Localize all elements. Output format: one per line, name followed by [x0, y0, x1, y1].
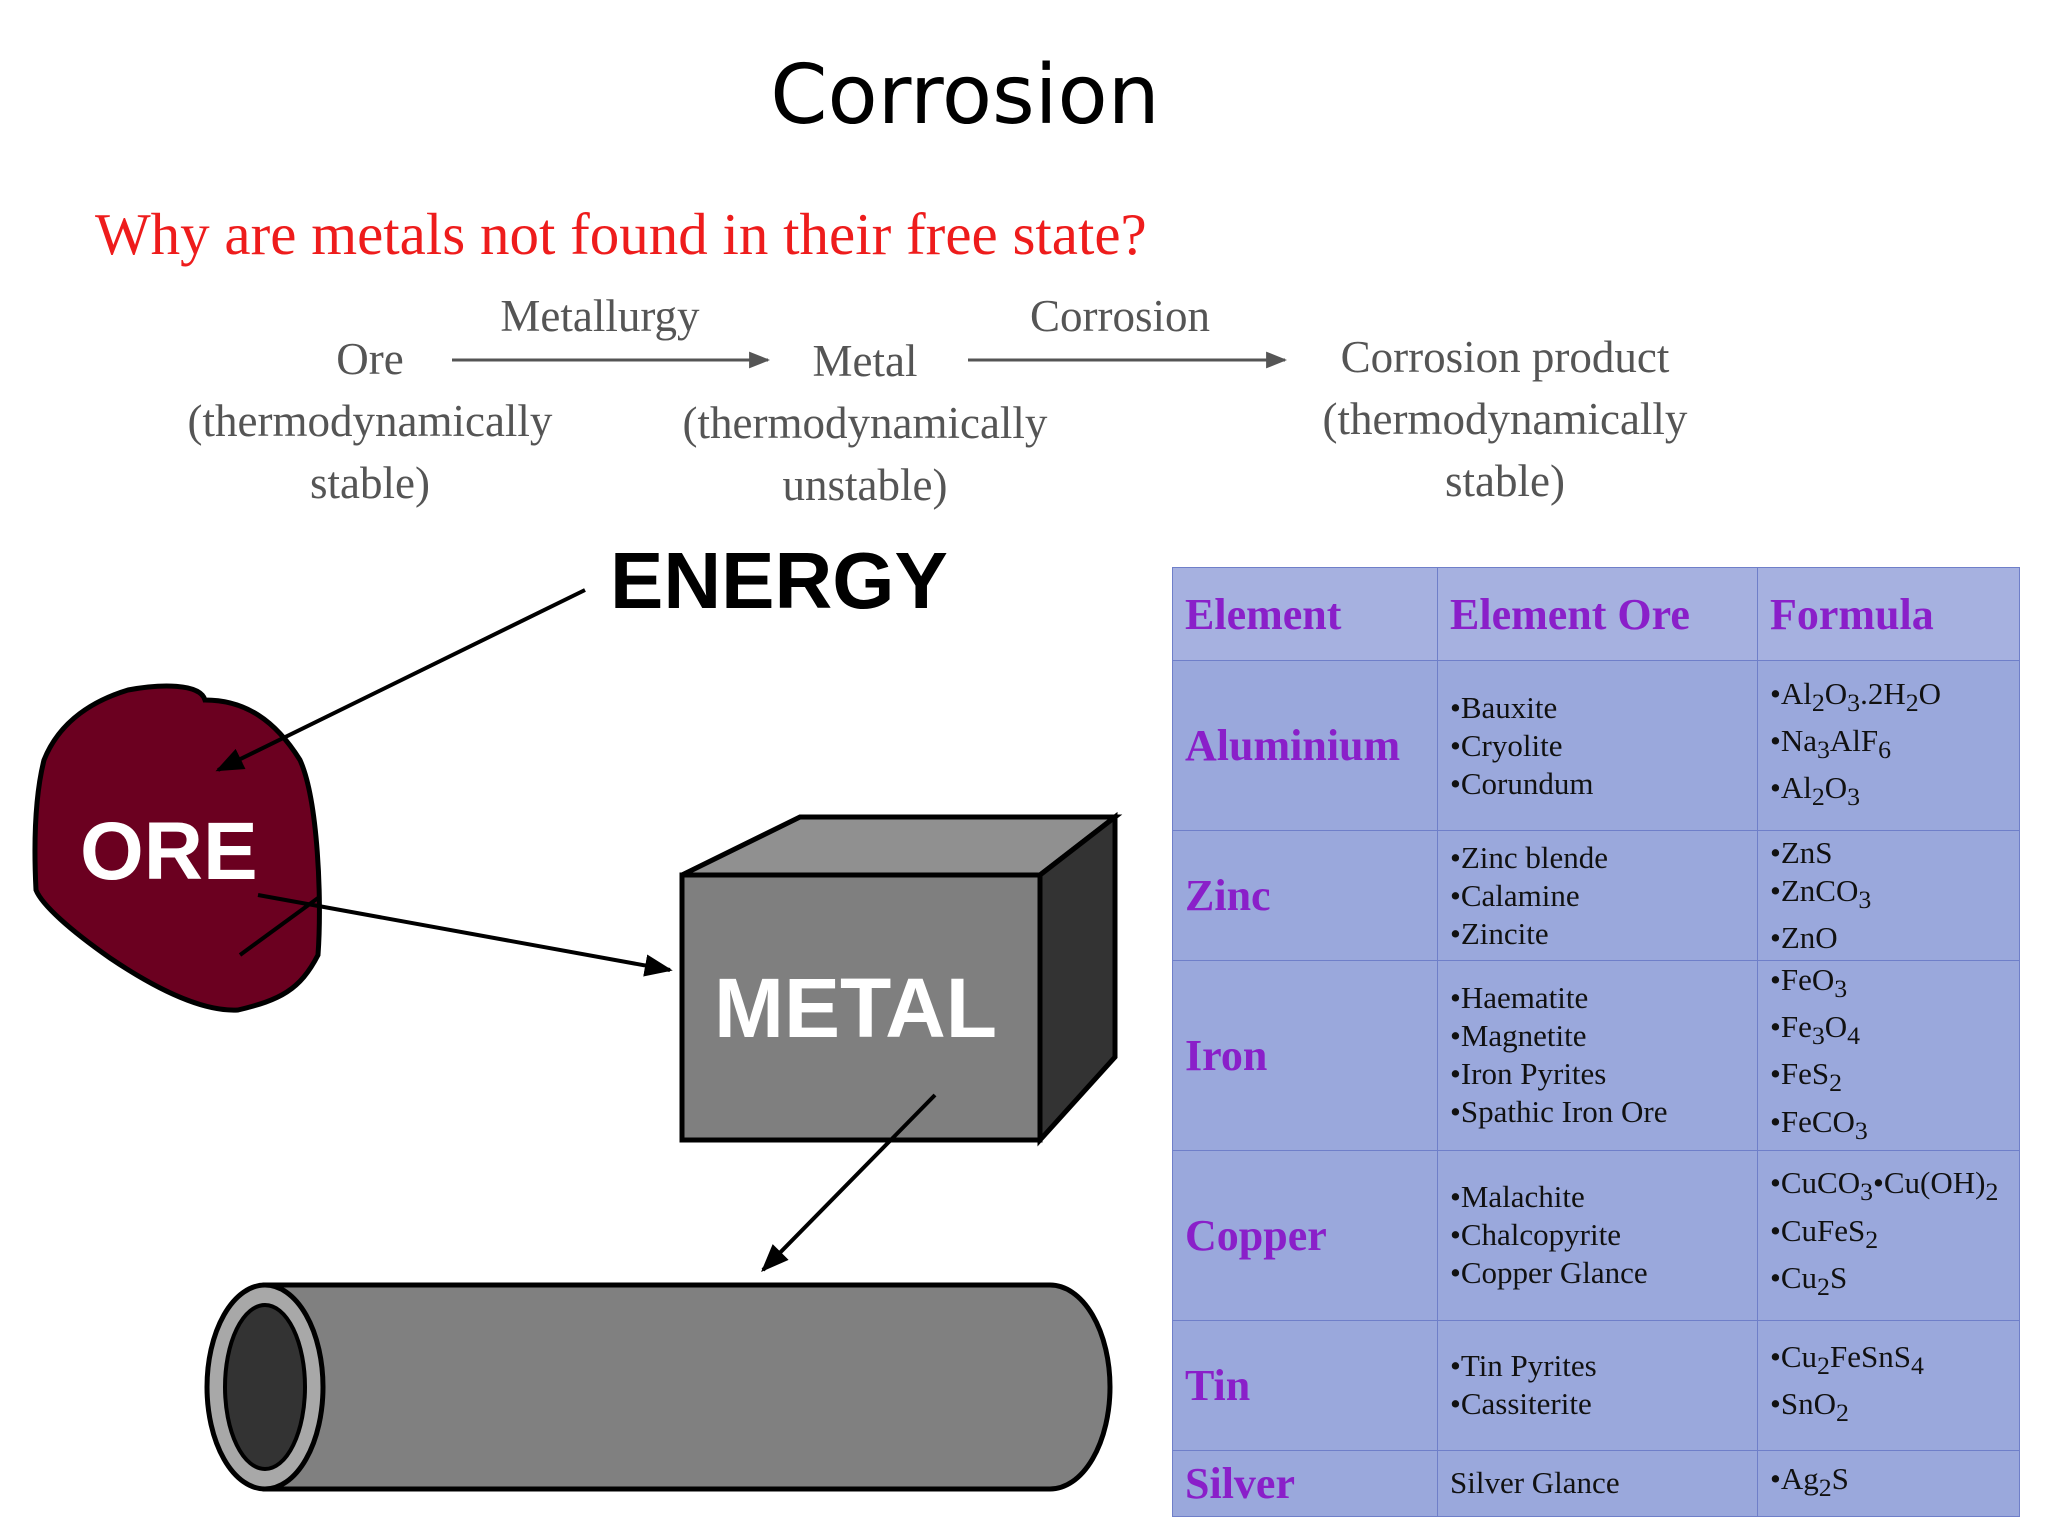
ore-name: •Magnetite — [1450, 1018, 1587, 1054]
ore-name: •Zinc blende — [1450, 839, 1609, 875]
flow-corrosion-label: Corrosion — [1030, 291, 1210, 341]
flow-metal: Metal (thermodynamically unstable) — [640, 330, 1090, 516]
page-title: Corrosion — [770, 48, 1160, 143]
formula-cell: •Ag2S — [1757, 1449, 2020, 1517]
ore-name: Silver Glance — [1450, 1465, 1620, 1501]
element-cell: Copper — [1172, 1149, 1438, 1321]
formula-text: •ZnO — [1770, 920, 1838, 956]
formula-text: •ZnCO3 — [1770, 872, 1872, 915]
flow-ore-name: Ore — [336, 334, 404, 384]
table-row: Iron•Haematite•Magnetite•Iron Pyrites•Sp… — [1172, 960, 2020, 1151]
ore-name: •Cassiterite — [1450, 1386, 1592, 1422]
metal-cube-front — [679, 872, 1043, 1143]
formula-text: •Al2O3 — [1770, 770, 1861, 812]
pipe-end-inner — [223, 1303, 307, 1471]
table-row: Copper•Malachite•Chalcopyrite•Copper Gla… — [1172, 1149, 2020, 1321]
element-cell: Silver — [1172, 1449, 1438, 1517]
ore-cell: •Tin Pyrites•Cassiterite — [1437, 1319, 1758, 1451]
flow-metal-desc: (thermodynamically — [682, 398, 1048, 448]
pipe-body — [262, 1282, 1113, 1492]
ore-slash-line — [238, 896, 320, 957]
formula-text: •Fe3O4 — [1770, 1009, 1861, 1051]
ore-cell: Silver Glance — [1437, 1449, 1758, 1517]
ore-name: •Bauxite — [1450, 689, 1558, 725]
ore-name: •Spathic Iron Ore — [1450, 1094, 1668, 1130]
ore-name: •Corundum — [1450, 765, 1594, 801]
ore-cell: •Zinc blende•Calamine•Zincite — [1437, 830, 1758, 961]
formula-text: •ZnS — [1770, 834, 1833, 870]
table-row: Zinc•Zinc blende•Calamine•Zincite•ZnS•Zn… — [1172, 830, 2020, 961]
flow-metal-state: unstable) — [782, 460, 948, 510]
flow-product: Corrosion product (thermodynamically sta… — [1270, 326, 1740, 512]
ore-rock-shape — [32, 683, 322, 1013]
ore-cell: •Bauxite•Cryolite•Corundum — [1437, 660, 1758, 831]
formula-cell: •FeO3 •Fe3O4 •FeS2 •FeCO3 — [1757, 960, 2020, 1151]
formula-text: •FeO3 — [1770, 962, 1848, 1004]
element-cell: Aluminium — [1172, 660, 1438, 831]
ore-cell: •Malachite•Chalcopyrite•Copper Glance — [1437, 1149, 1758, 1321]
ore-name: •Copper Glance — [1450, 1255, 1648, 1291]
formula-text: •Cu2S — [1770, 1259, 1848, 1302]
energy-to-ore-arrow — [215, 588, 586, 772]
table-row: Tin•Tin Pyrites•Cassiterite•Cu2FeSnS4•Sn… — [1172, 1319, 2020, 1451]
header-formula: Formula — [1757, 567, 2020, 661]
table-header-row: Element Element Ore Formula — [1172, 567, 2020, 661]
flow-ore-state: stable) — [310, 458, 430, 508]
ore-cell: •Haematite•Magnetite•Iron Pyrites•Spathi… — [1437, 960, 1758, 1151]
table-row: Silver Silver Glance •Ag2S — [1172, 1449, 2020, 1517]
formula-text: •Ag2S — [1770, 1460, 1849, 1502]
ore-name: •Chalcopyrite — [1450, 1217, 1621, 1253]
flow-metallurgy-label: Metallurgy — [500, 291, 700, 341]
metal-label: METAL — [714, 961, 998, 1055]
ore-label: ORE — [80, 806, 258, 897]
element-cell: Zinc — [1172, 830, 1438, 961]
flow-ore: Ore (thermodynamically stable) — [140, 328, 600, 514]
formula-text: •FeS2 — [1770, 1056, 1843, 1098]
element-cell: Tin — [1172, 1319, 1438, 1451]
formula-cell: •Al2O3.2H2O •Na3AlF6 •Al2O3 — [1757, 660, 2020, 831]
ore-name: •Tin Pyrites — [1450, 1348, 1597, 1384]
header-element: Element — [1172, 567, 1438, 661]
formula-text: •Na3AlF6 — [1770, 722, 1892, 765]
formula-cell: •CuCO3•Cu(OH)2 •CuFeS2 •Cu2S — [1757, 1149, 2020, 1321]
flow-product-name: Corrosion product — [1340, 332, 1670, 382]
energy-label: ENERGY — [610, 536, 948, 625]
metal-to-pipe-arrow — [761, 1093, 937, 1272]
header-element-ore: Element Ore — [1437, 567, 1758, 661]
ore-name: •Malachite — [1450, 1179, 1585, 1215]
element-cell: Iron — [1172, 960, 1438, 1151]
ore-name: •Calamine — [1450, 877, 1580, 913]
flow-product-desc: (thermodynamically — [1322, 394, 1688, 444]
formula-text: •SnO2 — [1770, 1386, 1849, 1428]
ore-name: •Iron Pyrites — [1450, 1056, 1607, 1092]
ore-name: •Cryolite — [1450, 727, 1563, 763]
metal-cube-side — [1037, 811, 1118, 1147]
formula-cell: •Cu2FeSnS4 •SnO2 — [1757, 1319, 2020, 1451]
formula-text: •Cu2FeSnS4 — [1770, 1339, 1924, 1381]
ore-to-metal-arrow — [257, 893, 673, 977]
formula-cell: •ZnS•ZnCO3 •ZnO — [1757, 830, 2020, 961]
flow-product-state: stable) — [1445, 456, 1565, 506]
flow-metal-name: Metal — [812, 336, 918, 386]
ore-name: •Zincite — [1450, 915, 1549, 951]
formula-text: •Al2O3.2H2O — [1770, 675, 1942, 717]
formula-text: •FeCO3 — [1770, 1103, 1868, 1145]
formula-text: •CuFeS2 — [1770, 1212, 1879, 1254]
formula-text: •CuCO3•Cu(OH)2 — [1770, 1165, 1999, 1207]
ore-name: •Haematite — [1450, 980, 1589, 1016]
table-row: Aluminium•Bauxite•Cryolite•Corundum•Al2O… — [1172, 660, 2020, 831]
table-body: Aluminium•Bauxite•Cryolite•Corundum•Al2O… — [1172, 660, 2020, 1517]
question-text: Why are metals not found in their free s… — [95, 201, 1147, 267]
element-ore-table: Element Element Ore Formula Aluminium•Ba… — [1172, 567, 2020, 1517]
flow-ore-desc: (thermodynamically — [187, 396, 553, 446]
